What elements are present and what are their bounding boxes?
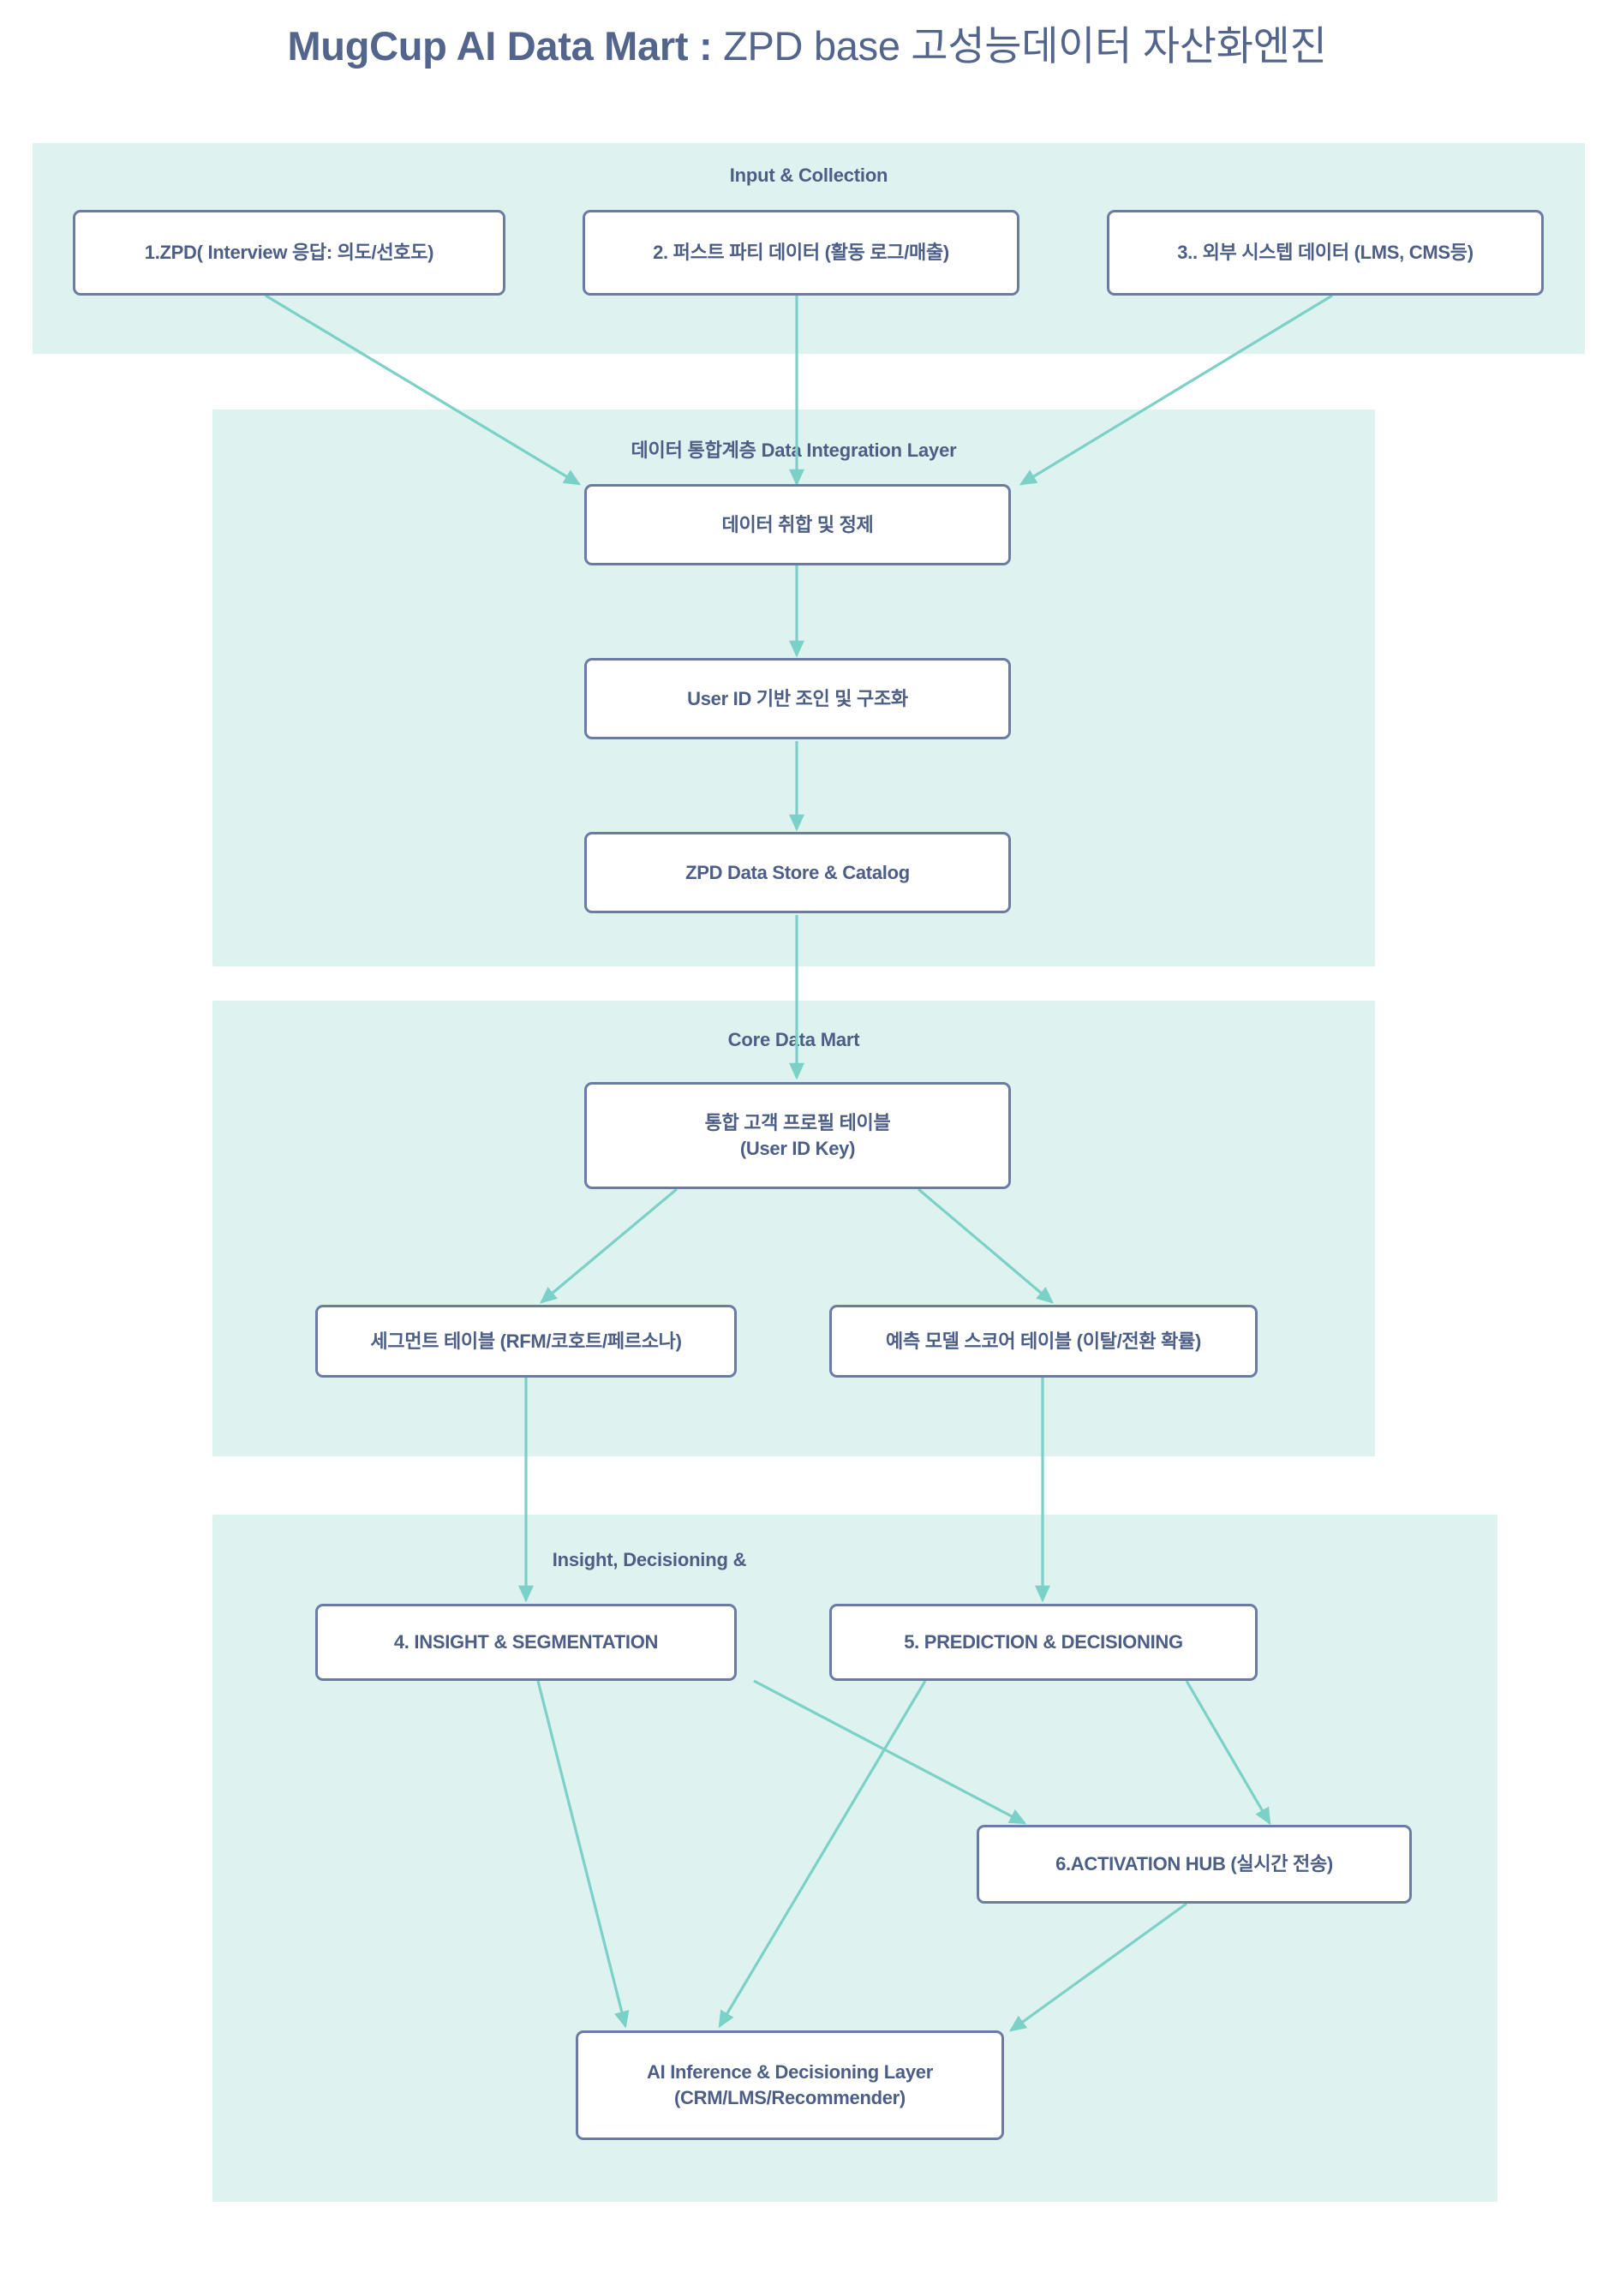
panel-core-data-mart: Core Data Mart bbox=[212, 1001, 1375, 1456]
node-zpd-label: 1.ZPD( Interview 응답: 의도/선호도) bbox=[144, 242, 434, 264]
page-title-strong: MugCup AI Data Mart : bbox=[287, 23, 724, 69]
page-title: MugCup AI Data Mart : ZPD base 고성능데이터 자산… bbox=[0, 22, 1614, 70]
node-profile-label: 통합 고객 프로필 테이블 (User ID Key) bbox=[704, 1111, 891, 1159]
panel-title-input-collection: Input & Collection bbox=[729, 164, 888, 186]
node-prediction[interactable]: 5. PREDICTION & DECISIONING bbox=[829, 1604, 1258, 1681]
panel-title-data-integration-layer: 데이터 통합계층 Data Integration Layer bbox=[631, 439, 957, 461]
node-activation-label: 6.ACTIVATION HUB (실시간 전송) bbox=[1055, 1853, 1333, 1875]
page-title-light: ZPD base 고성능데이터 자산화엔진 bbox=[723, 23, 1327, 69]
node-first-party-label: 2. 퍼스트 파티 데이터 (활동 로그/매출) bbox=[653, 242, 949, 264]
node-segment[interactable]: 세그먼트 테이블 (RFM/코호트/페르소나) bbox=[315, 1305, 737, 1378]
node-external-label: 3.. 외부 시스텝 데이터 (LMS, CMS등) bbox=[1177, 242, 1474, 264]
node-datastore-label: ZPD Data Store & Catalog bbox=[685, 861, 910, 883]
node-first-party[interactable]: 2. 퍼스트 파티 데이터 (활동 로그/매출) bbox=[583, 210, 1019, 296]
node-segment-label: 세그먼트 테이블 (RFM/코호트/페르소나) bbox=[370, 1330, 682, 1352]
node-insight-label: 4. INSIGHT & SEGMENTATION bbox=[393, 1631, 659, 1653]
node-inference-label: AI Inference & Decisioning Layer (CRM/LM… bbox=[647, 2061, 933, 2108]
node-join[interactable]: User ID 기반 조인 및 구조화 bbox=[584, 658, 1011, 739]
node-prediction-label: 5. PREDICTION & DECISIONING bbox=[904, 1631, 1183, 1653]
node-ingest[interactable]: 데이터 취합 및 정제 bbox=[584, 484, 1011, 565]
node-insight[interactable]: 4. INSIGHT & SEGMENTATION bbox=[315, 1604, 737, 1681]
node-join-label: User ID 기반 조인 및 구조화 bbox=[687, 687, 908, 709]
node-score-label: 예측 모델 스코어 테이블 (이탈/전환 확률) bbox=[886, 1330, 1201, 1352]
node-score[interactable]: 예측 모델 스코어 테이블 (이탈/전환 확률) bbox=[829, 1305, 1258, 1378]
node-ingest-label: 데이터 취합 및 정제 bbox=[721, 513, 874, 535]
node-datastore[interactable]: ZPD Data Store & Catalog bbox=[584, 832, 1011, 913]
panel-title-insight-decisioning: Insight, Decisioning & bbox=[552, 1549, 747, 1570]
node-zpd[interactable]: 1.ZPD( Interview 응답: 의도/선호도) bbox=[73, 210, 505, 296]
node-activation[interactable]: 6.ACTIVATION HUB (실시간 전송) bbox=[977, 1825, 1412, 1904]
node-inference[interactable]: AI Inference & Decisioning Layer (CRM/LM… bbox=[576, 2030, 1004, 2140]
node-profile[interactable]: 통합 고객 프로필 테이블 (User ID Key) bbox=[584, 1082, 1011, 1189]
panel-title-core-data-mart: Core Data Mart bbox=[727, 1029, 860, 1050]
node-external[interactable]: 3.. 외부 시스텝 데이터 (LMS, CMS등) bbox=[1107, 210, 1544, 296]
